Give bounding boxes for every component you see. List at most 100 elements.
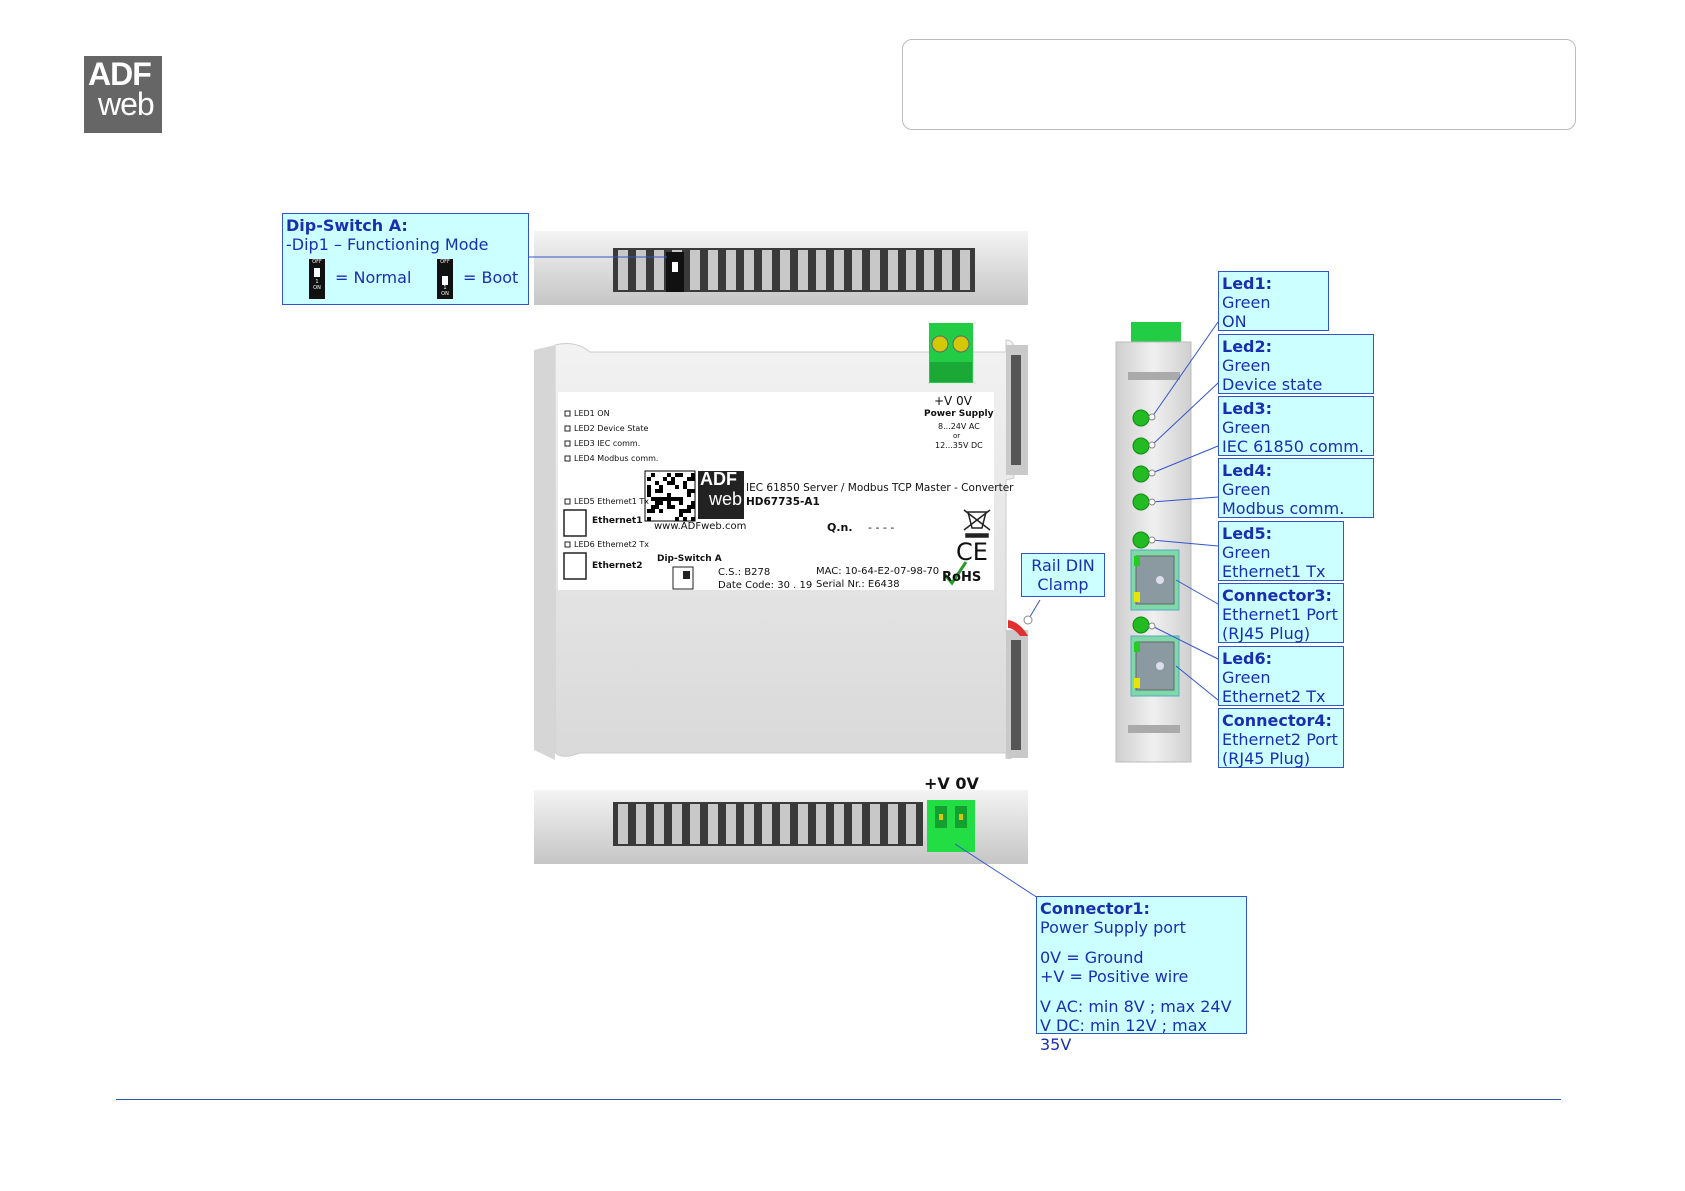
vent-slot bbox=[798, 804, 808, 844]
label-eth1: Ethernet1 bbox=[592, 516, 643, 526]
dip-callout-line1: -Dip1 – Functioning Mode bbox=[286, 235, 489, 254]
qr-module bbox=[659, 489, 663, 493]
connector1-vdc: V DC: min 12V ; max 35V bbox=[1040, 1016, 1207, 1054]
led6-callout: Led6: Green Ethernet2 Tx bbox=[1218, 646, 1344, 706]
vent-slot bbox=[726, 250, 736, 290]
qr-module bbox=[691, 477, 695, 481]
led6-function: Ethernet2 Tx bbox=[1222, 687, 1326, 706]
qr-module bbox=[679, 513, 683, 517]
label-rohs: RoHS bbox=[942, 570, 982, 585]
vent-slot bbox=[888, 804, 898, 844]
vent-slot bbox=[690, 804, 700, 844]
qr-module bbox=[675, 473, 679, 477]
vent-slot bbox=[654, 250, 664, 290]
qr-module bbox=[687, 505, 691, 509]
vent-slot bbox=[924, 250, 934, 290]
vent-slot bbox=[636, 804, 646, 844]
qr-module bbox=[647, 517, 651, 521]
connector3-type: (RJ45 Plug) bbox=[1222, 624, 1311, 643]
label-www: www.ADFweb.com bbox=[654, 521, 747, 532]
label-terminal: +V 0V bbox=[934, 394, 972, 408]
qr-module bbox=[655, 505, 659, 509]
qr-module bbox=[659, 501, 663, 505]
label-product: IEC 61850 Server / Modbus TCP Master - C… bbox=[746, 482, 1014, 494]
dip-normal-text: = Normal bbox=[335, 268, 412, 287]
qr-module bbox=[671, 481, 675, 485]
qr-module bbox=[671, 505, 675, 509]
vent-slot bbox=[618, 804, 628, 844]
qr-module bbox=[647, 485, 651, 489]
vent-slot bbox=[888, 250, 898, 290]
label-mac: MAC: 10-64-E2-07-98-70 bbox=[816, 566, 940, 577]
label-power-supply: Power Supply bbox=[924, 409, 994, 419]
adfweb-logo: ADF web bbox=[84, 56, 162, 133]
dip-normal-switch-icon: OFF 1 ON bbox=[309, 259, 325, 299]
qr-module bbox=[647, 509, 651, 513]
vent-slot bbox=[816, 250, 826, 290]
qr-module bbox=[667, 501, 671, 505]
connector4-desc: Ethernet2 Port bbox=[1222, 730, 1338, 749]
qr-module bbox=[671, 477, 675, 481]
led5-callout: Led5: Green Ethernet1 Tx bbox=[1218, 521, 1344, 581]
logo-text-adf: ADF bbox=[88, 56, 152, 92]
led4-function: Modbus comm. bbox=[1222, 499, 1345, 518]
led4-title: Led4: bbox=[1222, 461, 1273, 480]
label-or: or bbox=[953, 432, 961, 440]
vent-slot bbox=[780, 804, 790, 844]
led3-function: IEC 61850 comm. bbox=[1222, 437, 1364, 456]
qr-module bbox=[683, 481, 687, 485]
qr-module bbox=[651, 505, 655, 509]
qr-module bbox=[679, 473, 683, 477]
vent-slot bbox=[690, 250, 700, 290]
dip-callout-title: Dip-Switch A: bbox=[286, 216, 408, 235]
front-body bbox=[534, 323, 1028, 760]
connector1-callout: Connector1: Power Supply port 0V = Groun… bbox=[1036, 896, 1247, 1054]
connector4-callout: Connector4: Ethernet2 Port (RJ45 Plug) bbox=[1218, 708, 1344, 768]
qr-module bbox=[691, 517, 695, 521]
qr-module bbox=[675, 517, 679, 521]
led4-callout: Led4: Green Modbus comm. bbox=[1218, 458, 1374, 518]
connector3-callout: Connector3: Ethernet1 Port (RJ45 Plug) bbox=[1218, 583, 1344, 643]
qr-module bbox=[663, 497, 667, 501]
vent-slot bbox=[726, 804, 736, 844]
label-led2: LED2 Device State bbox=[574, 424, 649, 433]
weee-icon bbox=[963, 509, 991, 538]
connector4-type: (RJ45 Plug) bbox=[1222, 749, 1311, 768]
vent-slot bbox=[744, 250, 754, 290]
connector1-ground: 0V = Ground bbox=[1040, 948, 1144, 967]
vent-slot bbox=[834, 804, 844, 844]
led4-dot bbox=[1132, 493, 1150, 511]
normal-switch-on: ON bbox=[313, 285, 321, 291]
bottom-view bbox=[534, 790, 1028, 864]
qr-module bbox=[679, 501, 683, 505]
vent-slot bbox=[852, 804, 862, 844]
vent-slot bbox=[816, 804, 826, 844]
qr-module bbox=[667, 481, 671, 485]
connector4-title: Connector4: bbox=[1222, 711, 1332, 730]
qr-module bbox=[679, 497, 683, 501]
qr-module bbox=[647, 477, 651, 481]
qr-module bbox=[687, 489, 691, 493]
qr-module bbox=[691, 473, 695, 477]
led3-dot bbox=[1132, 465, 1150, 483]
qr-module bbox=[671, 497, 675, 501]
qr-module bbox=[667, 493, 671, 497]
vent-slot bbox=[708, 250, 718, 290]
ce-mark: CE bbox=[956, 538, 988, 566]
vent-slot bbox=[708, 804, 718, 844]
label-led4: LED4 Modbus comm. bbox=[574, 454, 659, 463]
dip-switch-callout: Dip-Switch A: -Dip1 – Functioning Mode O… bbox=[282, 213, 529, 305]
label-date: Date Code: 30 . 19 bbox=[718, 580, 813, 591]
led2-title: Led2: bbox=[1222, 337, 1273, 356]
qr-module bbox=[687, 493, 691, 497]
bottom-power-terminal bbox=[927, 800, 975, 852]
label-dip: Dip-Switch A bbox=[657, 554, 722, 564]
vent-slot bbox=[654, 804, 664, 844]
led3-color: Green bbox=[1222, 418, 1271, 437]
label-logo-adf: ADF bbox=[700, 469, 737, 489]
led6-title: Led6: bbox=[1222, 649, 1273, 668]
rail-din-line1: Rail DIN bbox=[1031, 556, 1095, 575]
led1-dot bbox=[1132, 409, 1150, 427]
header-box bbox=[902, 39, 1576, 130]
